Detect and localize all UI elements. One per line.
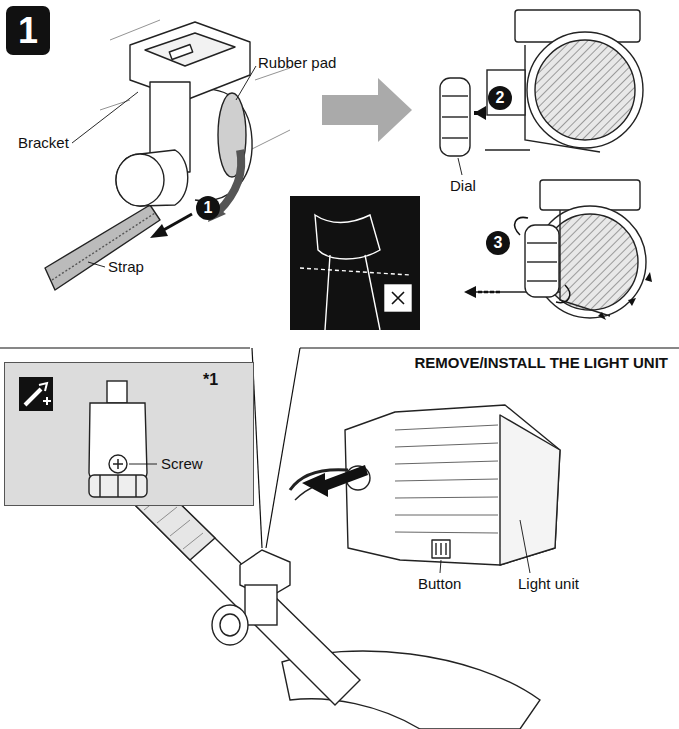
step-number: 1 bbox=[6, 6, 50, 55]
callout-number-text: 2 bbox=[496, 89, 505, 107]
part-label: Button bbox=[418, 575, 461, 592]
section-heading: REMOVE/INSTALL THE LIGHT UNIT bbox=[411, 354, 671, 371]
callout-number: 1 bbox=[196, 196, 220, 220]
callout-number-text: 3 bbox=[494, 234, 503, 252]
callout-number-text: 1 bbox=[204, 199, 213, 217]
part-label: Strap bbox=[108, 258, 144, 275]
part-label: Light unit bbox=[518, 575, 579, 592]
step-number-text: 1 bbox=[18, 10, 38, 51]
part-label: Dial bbox=[450, 177, 476, 194]
callout-number: 2 bbox=[488, 86, 512, 110]
part-label: Screw bbox=[161, 455, 203, 472]
part-label: Rubber pad bbox=[258, 54, 336, 71]
detail-inset: *1Screw bbox=[4, 362, 254, 506]
part-label: Bracket bbox=[18, 134, 69, 151]
callout-number: 3 bbox=[486, 231, 510, 255]
footnote-mark: *1 bbox=[203, 371, 218, 389]
